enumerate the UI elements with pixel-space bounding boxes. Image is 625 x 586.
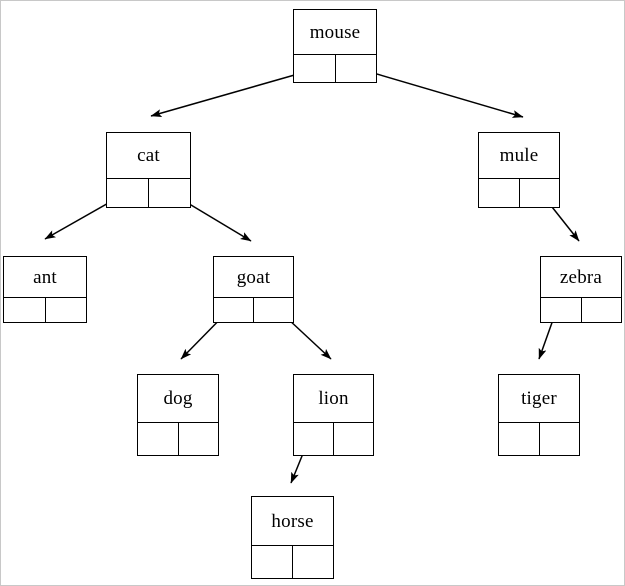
right-pointer-cell[interactable] <box>336 55 377 82</box>
left-pointer-cell[interactable] <box>541 298 582 322</box>
right-pointer-cell[interactable] <box>293 546 333 578</box>
tree-node-pointer-cells <box>479 178 559 207</box>
right-pointer-cell[interactable] <box>334 423 373 455</box>
tree-node-pointer-cells <box>499 422 579 455</box>
left-pointer-cell[interactable] <box>499 423 540 455</box>
tree-node-label: dog <box>163 388 193 409</box>
right-pointer-cell[interactable] <box>540 423 580 455</box>
tree-node-pointer-cells <box>107 178 190 207</box>
right-pointer-cell[interactable] <box>46 298 87 322</box>
tree-node-pointer-cells <box>214 297 293 322</box>
tree-node-label: zebra <box>559 266 603 288</box>
tree-node-label: tiger <box>521 388 557 409</box>
tree-node-mule[interactable]: mule <box>478 132 560 208</box>
left-pointer-cell[interactable] <box>138 423 179 455</box>
tree-node-pointer-cells <box>294 422 373 455</box>
tree-edge-mouse-to-mule <box>352 66 524 118</box>
tree-node-pointer-cells <box>252 545 333 578</box>
tree-node-label: lion <box>318 388 349 409</box>
right-pointer-cell[interactable] <box>179 423 219 455</box>
left-pointer-cell[interactable] <box>107 179 149 207</box>
tree-node-dog[interactable]: dog <box>137 374 219 456</box>
tree-node-goat[interactable]: goat <box>213 256 294 323</box>
tree-node-pointer-cells <box>294 54 376 82</box>
right-pointer-cell[interactable] <box>149 179 190 207</box>
left-pointer-cell[interactable] <box>294 423 334 455</box>
tree-node-label: mule <box>499 145 539 166</box>
tree-node-pointer-cells <box>541 297 621 322</box>
tree-node-label: cat <box>137 145 160 166</box>
right-pointer-cell[interactable] <box>254 298 293 322</box>
tree-node-cat[interactable]: cat <box>106 132 191 208</box>
right-pointer-cell[interactable] <box>582 298 622 322</box>
left-pointer-cell[interactable] <box>479 179 520 207</box>
tree-node-label: horse <box>271 510 314 532</box>
tree-node-pointer-cells <box>4 297 86 322</box>
tree-node-label: goat <box>236 266 271 288</box>
left-pointer-cell[interactable] <box>4 298 46 322</box>
tree-node-ant[interactable]: ant <box>3 256 87 323</box>
tree-node-tiger[interactable]: tiger <box>498 374 580 456</box>
tree-node-mouse[interactable]: mouse <box>293 9 377 83</box>
tree-node-horse[interactable]: horse <box>251 496 334 579</box>
tree-node-label: ant <box>33 266 57 288</box>
right-pointer-cell[interactable] <box>520 179 560 207</box>
tree-node-label: mouse <box>309 21 361 43</box>
left-pointer-cell[interactable] <box>294 55 336 82</box>
tree-node-zebra[interactable]: zebra <box>540 256 622 323</box>
left-pointer-cell[interactable] <box>252 546 293 578</box>
tree-node-lion[interactable]: lion <box>293 374 374 456</box>
left-pointer-cell[interactable] <box>214 298 254 322</box>
tree-node-pointer-cells <box>138 422 218 455</box>
